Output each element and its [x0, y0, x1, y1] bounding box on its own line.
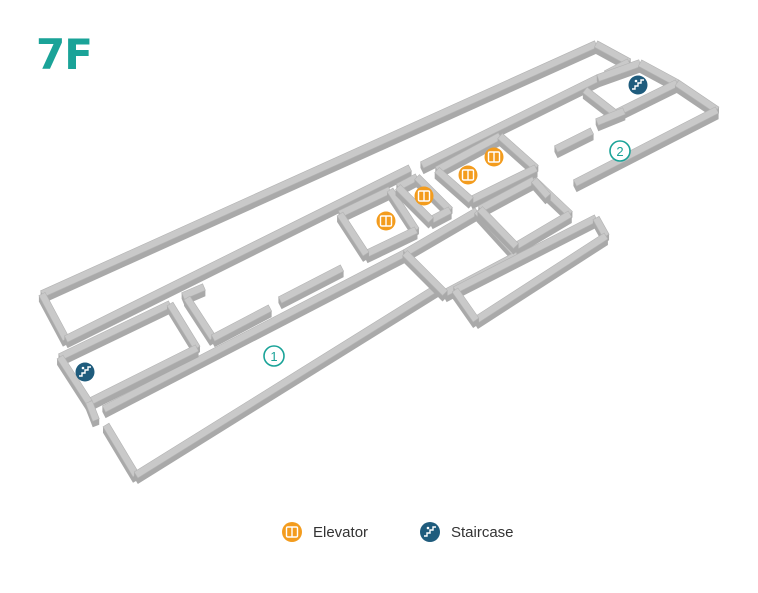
- wall-top: [420, 74, 600, 169]
- staircase-icon[interactable]: [627, 74, 649, 96]
- wall-top: [477, 176, 537, 213]
- wall-top: [595, 107, 626, 126]
- legend-elevator: Elevator: [281, 521, 368, 543]
- wall-top: [277, 264, 345, 304]
- wall-top: [453, 214, 598, 294]
- walls: [38, 40, 720, 484]
- elevator-icon[interactable]: [375, 210, 397, 232]
- floor-plan-map: 1 2: [38, 40, 720, 484]
- wall-top: [592, 215, 610, 239]
- zone-marker-2[interactable]: 2: [609, 140, 631, 162]
- zone-label-1: 1: [270, 349, 277, 364]
- wall-top: [210, 304, 273, 342]
- wall-top: [338, 186, 392, 218]
- wall-top: [674, 79, 720, 114]
- wall-top: [38, 291, 70, 342]
- wall-top: [166, 301, 201, 351]
- wall-top: [58, 300, 172, 361]
- wall-top: [336, 211, 370, 257]
- elevator-icon[interactable]: [483, 146, 505, 168]
- wall-top: [102, 422, 140, 478]
- staircase-icon[interactable]: [74, 361, 96, 383]
- wall-top: [596, 59, 642, 82]
- wall-top: [554, 127, 594, 153]
- zone-label-2: 2: [616, 144, 623, 159]
- wall-top: [40, 40, 598, 298]
- wall-top: [572, 106, 720, 187]
- wall-top: [637, 59, 680, 87]
- wall-top: [593, 40, 632, 66]
- wall-top: [395, 184, 434, 223]
- legend-staircase-label: Staircase: [451, 523, 514, 541]
- wall-top: [477, 206, 519, 249]
- wall-top: [434, 132, 503, 174]
- zone-marker-1[interactable]: 1: [263, 345, 285, 367]
- wall-top: [402, 250, 448, 296]
- wall-top: [181, 283, 206, 300]
- elevator-icon: [282, 522, 302, 542]
- staircase-icon: [420, 522, 440, 542]
- elevator-icon[interactable]: [413, 185, 435, 207]
- wall-top: [64, 164, 412, 343]
- legend-staircase: Staircase: [419, 521, 514, 543]
- legend-elevator-label: Elevator: [313, 523, 369, 541]
- wall-top: [451, 287, 480, 323]
- wall-top: [434, 166, 474, 204]
- elevator-icon[interactable]: [457, 164, 479, 186]
- wall-top: [530, 177, 552, 199]
- wall-top: [414, 174, 453, 213]
- wall-top: [497, 132, 539, 172]
- wall-top: [85, 400, 100, 422]
- floor-label: 7F: [36, 30, 93, 79]
- wall-top: [402, 207, 480, 257]
- wall-top: [386, 187, 420, 233]
